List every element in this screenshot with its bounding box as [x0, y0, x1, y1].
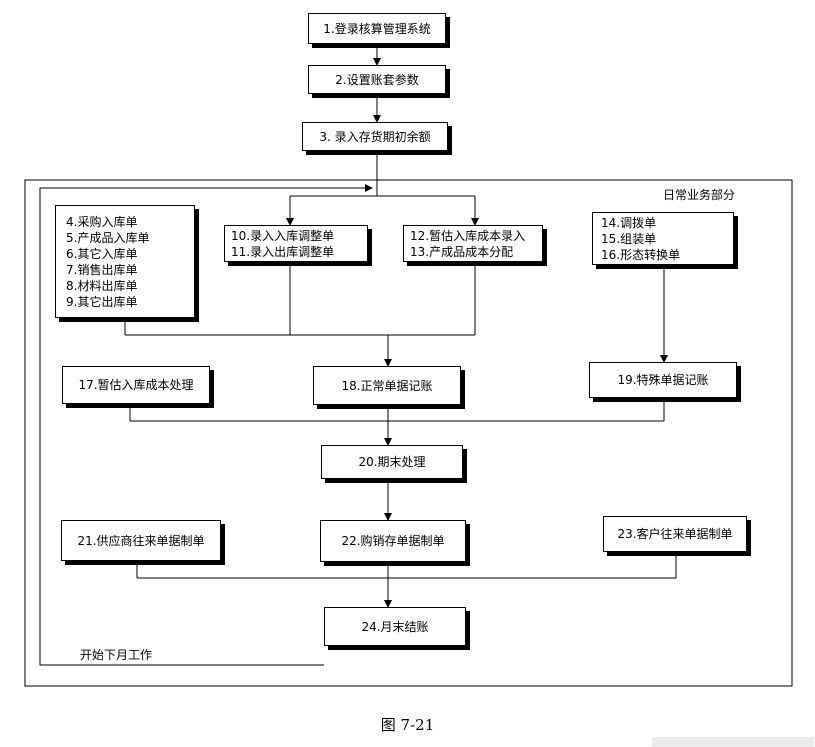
step-label: 23.客户往来单据制单: [617, 527, 733, 541]
doc-item: 16.形态转换单: [601, 247, 681, 262]
daily-section-label: 日常业务部分: [663, 188, 736, 202]
step-24-month-end-close: 24.月末结账: [324, 607, 466, 646]
step-3-opening-balance: 3. 录入存货期初余额: [302, 122, 448, 151]
step-label: 3. 录入存货期初余额: [319, 129, 431, 144]
group-12-13-costs: 12.暂估入库成本录入 13.产成品成本分配: [403, 225, 543, 262]
loop-next-month: [39, 184, 373, 666]
doc-item: 12.暂估入库成本录入: [410, 228, 526, 243]
step-21-supplier-vouchers: 21.供应商往来单据制单: [61, 520, 221, 561]
step-label: 2.设置账套参数: [335, 72, 419, 87]
bottom-gray-bar: [652, 737, 814, 747]
next-month-label: 开始下月工作: [80, 648, 153, 662]
step-2-params: 2.设置账套参数: [308, 65, 446, 94]
step-label: 17.暂估入库成本处理: [78, 378, 194, 392]
doc-item: 10.录入入库调整单: [231, 228, 335, 243]
step-20-period-end: 20.期末处理: [321, 445, 463, 479]
step-18-normal-posting: 18.正常单据记账: [313, 366, 461, 405]
doc-item: 14.调拨单: [601, 215, 657, 230]
doc-item: 5.产成品入库单: [66, 230, 150, 245]
doc-item: 6.其它入库单: [66, 246, 138, 261]
doc-item: 4.采购入库单: [66, 214, 138, 229]
step-1-login: 1.登录核算管理系统: [308, 13, 446, 44]
step-label: 20.期末处理: [358, 455, 426, 469]
figure-caption: 图 7-21: [380, 716, 435, 734]
group-4-9-documents: 4.采购入库单 5.产成品入库单 6.其它入库单 7.销售出库单 8.材料出库单…: [55, 205, 195, 318]
step-label: 18.正常单据记账: [341, 378, 433, 393]
daily-frame: [24, 179, 793, 687]
group-14-16-transfers: 14.调拨单 15.组装单 16.形态转换单: [592, 212, 734, 265]
step-label: 22.购销存单据制单: [341, 534, 445, 548]
step-19-special-posting: 19.特殊单据记账: [589, 362, 737, 398]
step-label: 1.登录核算管理系统: [323, 21, 431, 36]
doc-item: 8.材料出库单: [66, 278, 138, 293]
doc-item: 9.其它出库单: [66, 294, 138, 309]
group-10-11-adjustments: 10.录入入库调整单 11.录入出库调整单: [224, 225, 368, 262]
doc-item: 15.组装单: [601, 231, 657, 246]
step-22-inventory-vouchers: 22.购销存单据制单: [320, 520, 466, 562]
doc-item: 11.录入出库调整单: [231, 244, 335, 259]
doc-item: 7.销售出库单: [66, 262, 138, 277]
step-label: 21.供应商往来单据制单: [77, 533, 205, 548]
step-17-estimated-cost: 17.暂估入库成本处理: [62, 366, 210, 404]
step-23-customer-vouchers: 23.客户往来单据制单: [603, 516, 747, 552]
step-label: 24.月末结账: [361, 619, 429, 634]
step-label: 19.特殊单据记账: [617, 373, 709, 387]
doc-item: 13.产成品成本分配: [410, 244, 514, 259]
